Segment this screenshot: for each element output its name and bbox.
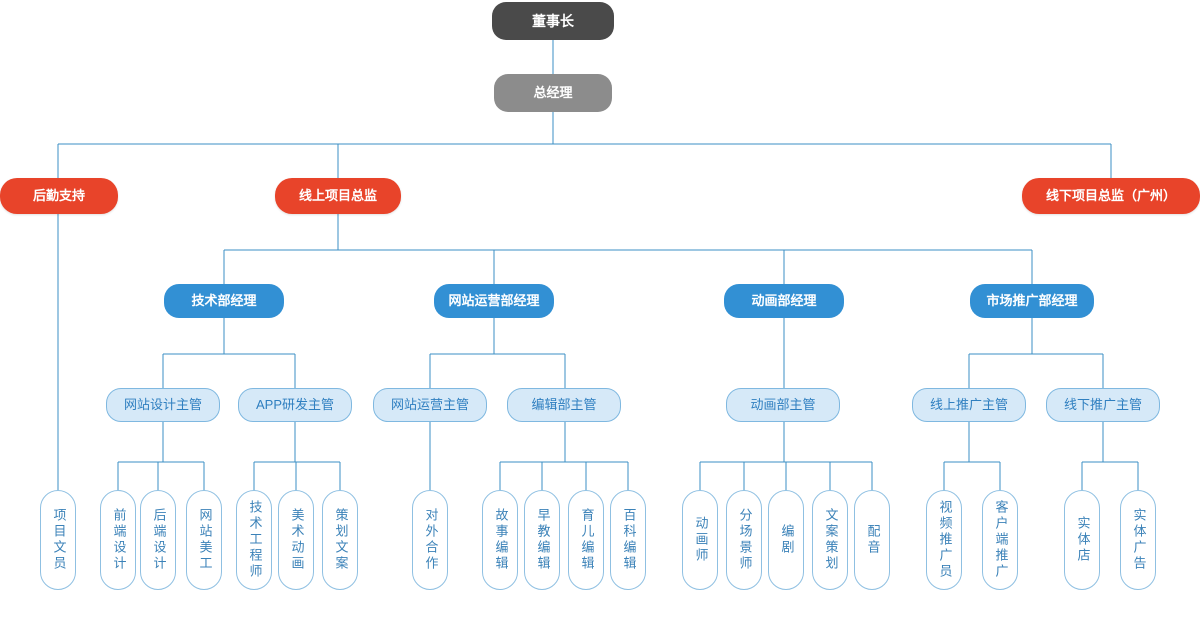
- node-animation-dept-manager[interactable]: 动画部经理: [724, 284, 844, 318]
- node-online-project-director[interactable]: 线上项目总监: [275, 178, 401, 214]
- staff-physical-ad[interactable]: 实体广告: [1120, 490, 1156, 590]
- staff-storyboard-artist[interactable]: 分场景师: [726, 490, 762, 590]
- node-online-promotion-supervisor-label: 线上推广主管: [929, 396, 1008, 412]
- staff-encyclopedia-editor[interactable]: 百科编辑: [610, 490, 646, 590]
- staff-art-animation[interactable]: 美术动画: [278, 490, 314, 590]
- node-web-design-supervisor[interactable]: 网站设计主管: [106, 388, 220, 422]
- staff-story-editor-label: 故事编辑: [493, 508, 509, 572]
- node-general-manager-label: 总经理: [533, 84, 573, 100]
- node-general-manager[interactable]: 总经理: [494, 74, 612, 112]
- node-editorial-supervisor-label: 编辑部主管: [531, 396, 597, 412]
- node-chairman-label: 董事长: [532, 12, 574, 29]
- staff-tech-engineer-label: 技术工程师: [247, 500, 263, 580]
- staff-art-animation-label: 美术动画: [289, 508, 305, 572]
- staff-physical-ad-label: 实体广告: [1131, 508, 1147, 572]
- staff-external-coop[interactable]: 对外合作: [412, 490, 448, 590]
- node-app-dev-supervisor[interactable]: APP研发主管: [238, 388, 352, 422]
- node-logistics-support-label: 后勤支持: [32, 187, 85, 203]
- staff-screenwriter[interactable]: 编剧: [768, 490, 804, 590]
- node-animation-supervisor-label: 动画部主管: [750, 396, 816, 412]
- staff-planning-copy[interactable]: 策划文案: [322, 490, 358, 590]
- node-chairman[interactable]: 董事长: [492, 2, 614, 40]
- node-web-ops-dept-manager-label: 网站运营部经理: [448, 292, 540, 308]
- node-web-ops-supervisor[interactable]: 网站运营主管: [373, 388, 487, 422]
- staff-frontend-design-label: 前端设计: [111, 508, 127, 572]
- staff-web-artist[interactable]: 网站美工: [186, 490, 222, 590]
- staff-video-promoter-label: 视频推广员: [937, 500, 953, 580]
- staff-early-edu-editor-label: 早教编辑: [535, 508, 551, 572]
- staff-tech-engineer[interactable]: 技术工程师: [236, 490, 272, 590]
- staff-project-clerk[interactable]: 项目文员: [40, 490, 76, 590]
- node-tech-dept-manager-label: 技术部经理: [191, 292, 257, 308]
- staff-video-promoter[interactable]: 视频推广员: [926, 490, 962, 590]
- node-app-dev-supervisor-label: APP研发主管: [255, 396, 334, 412]
- node-marketing-dept-manager[interactable]: 市场推广部经理: [970, 284, 1094, 318]
- staff-story-editor[interactable]: 故事编辑: [482, 490, 518, 590]
- node-offline-project-director-label: 线下项目总监（广州）: [1045, 187, 1176, 203]
- staff-client-promotion[interactable]: 客户端推广: [982, 490, 1018, 590]
- node-web-ops-dept-manager[interactable]: 网站运营部经理: [434, 284, 554, 318]
- staff-project-clerk-label: 项目文员: [51, 508, 67, 572]
- staff-external-coop-label: 对外合作: [423, 508, 439, 572]
- staff-animator-label: 动画师: [693, 516, 709, 564]
- staff-voice-actor[interactable]: 配音: [854, 490, 890, 590]
- node-editorial-supervisor[interactable]: 编辑部主管: [507, 388, 621, 422]
- staff-animator[interactable]: 动画师: [682, 490, 718, 590]
- node-offline-promotion-supervisor[interactable]: 线下推广主管: [1046, 388, 1160, 422]
- node-offline-promotion-supervisor-label: 线下推广主管: [1063, 396, 1142, 412]
- node-logistics-support[interactable]: 后勤支持: [0, 178, 118, 214]
- node-web-ops-supervisor-label: 网站运营主管: [390, 396, 469, 412]
- staff-planning-copy-label: 策划文案: [333, 508, 349, 572]
- node-offline-project-director[interactable]: 线下项目总监（广州）: [1022, 178, 1200, 214]
- staff-client-promotion-label: 客户端推广: [993, 500, 1009, 580]
- node-web-design-supervisor-label: 网站设计主管: [123, 396, 202, 412]
- staff-parenting-editor[interactable]: 育儿编辑: [568, 490, 604, 590]
- staff-web-artist-label: 网站美工: [197, 508, 213, 572]
- staff-screenwriter-label: 编剧: [779, 524, 795, 556]
- staff-storyboard-artist-label: 分场景师: [737, 508, 753, 572]
- node-animation-dept-manager-label: 动画部经理: [751, 292, 817, 308]
- node-tech-dept-manager[interactable]: 技术部经理: [164, 284, 284, 318]
- staff-copy-planner-label: 文案策划: [823, 508, 839, 572]
- staff-backend-design[interactable]: 后端设计: [140, 490, 176, 590]
- staff-frontend-design[interactable]: 前端设计: [100, 490, 136, 590]
- node-online-project-director-label: 线上项目总监: [298, 187, 377, 203]
- node-marketing-dept-manager-label: 市场推广部经理: [986, 292, 1078, 308]
- node-animation-supervisor[interactable]: 动画部主管: [726, 388, 840, 422]
- staff-backend-design-label: 后端设计: [151, 508, 167, 572]
- staff-copy-planner[interactable]: 文案策划: [812, 490, 848, 590]
- staff-physical-store[interactable]: 实体店: [1064, 490, 1100, 590]
- staff-parenting-editor-label: 育儿编辑: [579, 508, 595, 572]
- node-online-promotion-supervisor[interactable]: 线上推广主管: [912, 388, 1026, 422]
- staff-early-edu-editor[interactable]: 早教编辑: [524, 490, 560, 590]
- staff-encyclopedia-editor-label: 百科编辑: [621, 508, 637, 572]
- staff-physical-store-label: 实体店: [1075, 516, 1091, 564]
- staff-voice-actor-label: 配音: [865, 524, 881, 556]
